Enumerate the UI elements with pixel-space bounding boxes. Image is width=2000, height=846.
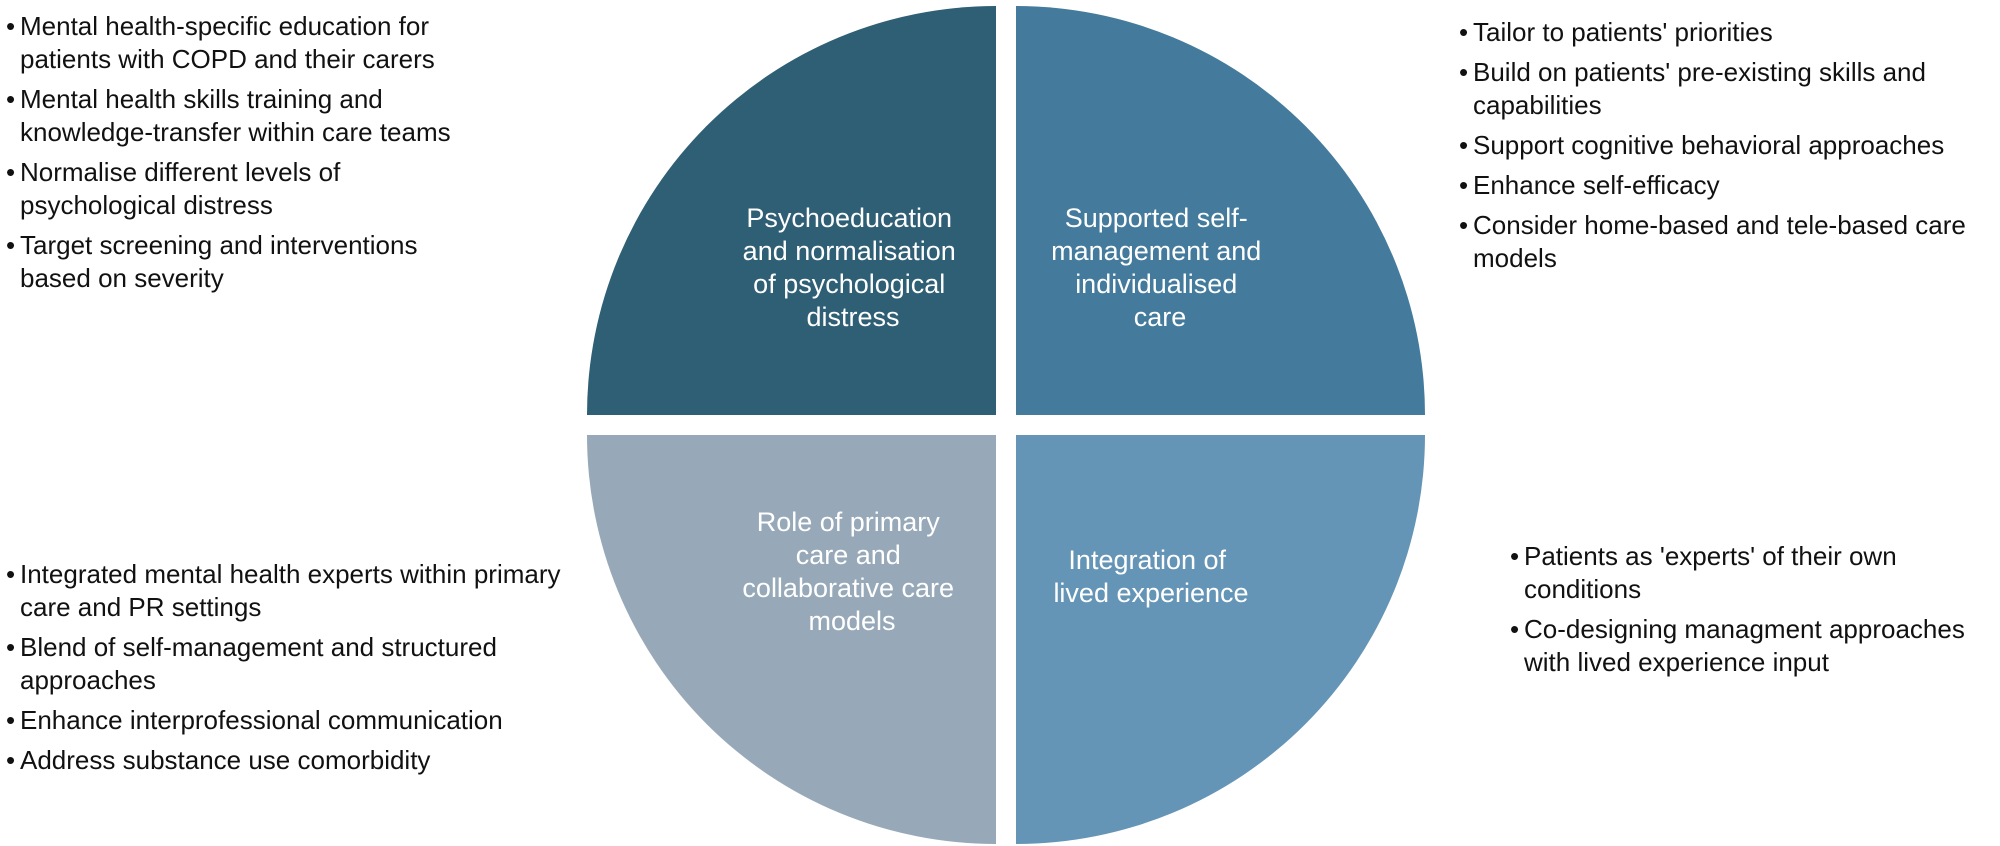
bullet-list-primary-care: Integrated mental health experts within … (6, 558, 571, 784)
list-item: Patients as 'experts' of their own condi… (1510, 540, 1990, 606)
quadrant-primary-care (587, 435, 996, 844)
list-item: Consider home-based and tele-based care … (1459, 209, 1979, 275)
bullet-list-lived-experience: Patients as 'experts' of their own condi… (1510, 540, 1990, 686)
quadrant-label-supported-self-management: Supported self- management and individua… (1051, 203, 1269, 332)
list-item: Blend of self-management and structured … (6, 631, 571, 697)
list-item: Normalise different levels of psychologi… (6, 156, 486, 222)
quadrant-label-lived-experience: Integration of lived experience (1053, 545, 1248, 608)
list-item: Enhance interprofessional communication (6, 704, 571, 737)
quadrant-lived-experience (1016, 435, 1425, 844)
quadrant-label-primary-care: Role of primary care and collaborative c… (742, 507, 961, 636)
list-item: Enhance self-efficacy (1459, 169, 1979, 202)
list-item: Integrated mental health experts within … (6, 558, 571, 624)
bullet-list-supported-self-management: Tailor to patients' priorities Build on … (1459, 16, 1979, 282)
list-item: Tailor to patients' priorities (1459, 16, 1979, 49)
list-item: Mental health skills training and knowle… (6, 83, 486, 149)
list-item: Co-designing managment approaches with l… (1510, 613, 1990, 679)
list-item: Support cognitive behavioral approaches (1459, 129, 1979, 162)
list-item: Build on patients' pre-existing skills a… (1459, 56, 1979, 122)
quadrant-supported-self-management (1016, 6, 1425, 415)
list-item: Address substance use comorbidity (6, 744, 571, 777)
bullet-list-psychoeducation: Mental health-specific education for pat… (6, 10, 486, 302)
quadrant-label-psychoeducation: Psychoeducation and normalisation of psy… (743, 203, 964, 332)
list-item: Mental health-specific education for pat… (6, 10, 486, 76)
list-item: Target screening and interventions based… (6, 229, 486, 295)
quadrant-psychoeducation (587, 6, 996, 415)
